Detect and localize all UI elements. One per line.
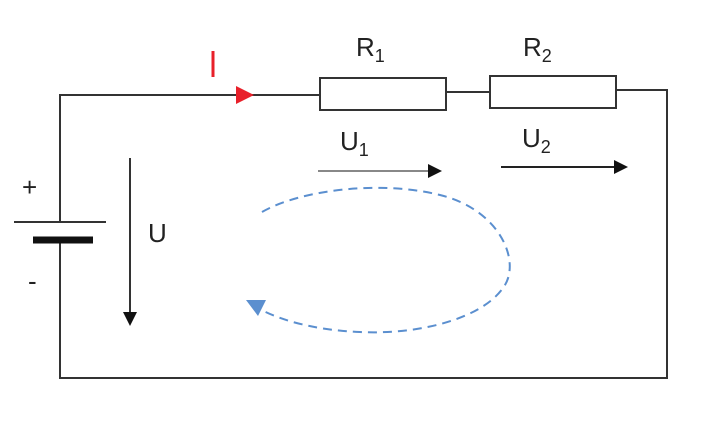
current-arrow-icon <box>236 86 254 104</box>
plus-label: + <box>22 172 37 202</box>
u1-arrow-icon <box>318 164 442 178</box>
u2-arrow-icon <box>501 160 628 174</box>
u-label: U <box>148 218 167 248</box>
r2-label: R2 <box>523 32 552 66</box>
mesh-loop-arrow <box>246 186 511 334</box>
u1-label: U1 <box>340 126 369 160</box>
u-arrow-icon <box>123 158 137 326</box>
wires <box>59 89 668 379</box>
r1-label: R1 <box>356 32 385 66</box>
wire-right <box>59 89 668 379</box>
u2-label: U2 <box>522 123 551 157</box>
minus-label: - <box>28 266 37 296</box>
loop-arrowhead-icon <box>246 300 266 316</box>
resistor-r1 <box>319 77 447 111</box>
wire-top-left <box>59 94 320 222</box>
resistor-r2 <box>489 75 617 109</box>
